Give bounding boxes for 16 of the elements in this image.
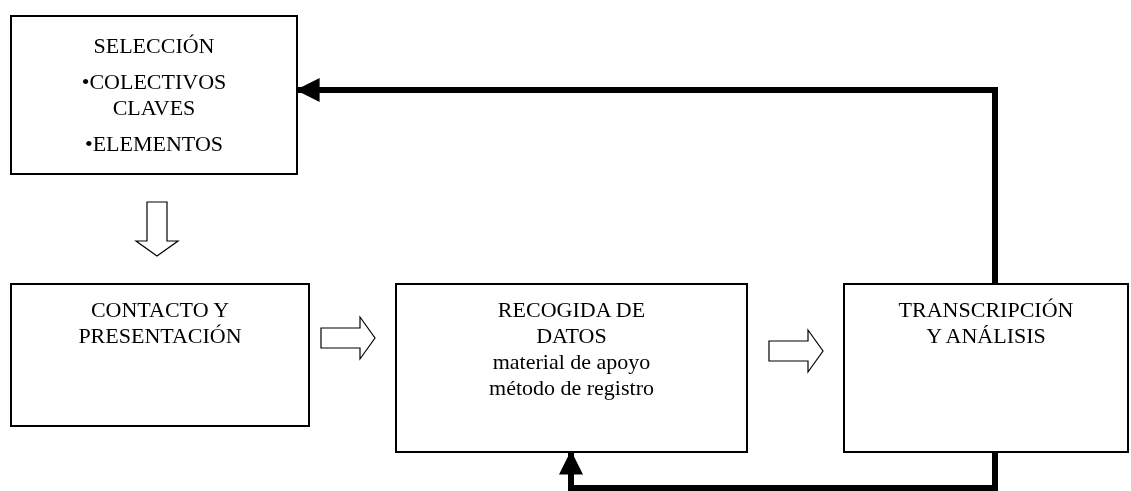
- block-arrow: [320, 315, 376, 361]
- box-heading: SELECCIÓN: [93, 33, 215, 59]
- process-box: [843, 283, 1129, 453]
- block-arrow: [134, 201, 180, 257]
- process-box: [395, 283, 748, 453]
- box-heading: TRANSCRIPCIÓN Y ANÁLISIS: [898, 297, 1074, 349]
- box-text: •COLECTIVOS CLAVES: [80, 69, 228, 121]
- box-text: método de registro: [489, 375, 654, 401]
- arrow: [559, 450, 998, 491]
- box-heading: CONTACTO Y PRESENTACIÓN: [78, 297, 242, 349]
- process-box: [10, 283, 310, 427]
- arrow: [295, 78, 998, 286]
- process-box: [10, 15, 298, 175]
- box-text: material de apoyo: [492, 349, 651, 375]
- box-text: •ELEMENTOS: [84, 131, 224, 157]
- block-arrow: [768, 328, 824, 374]
